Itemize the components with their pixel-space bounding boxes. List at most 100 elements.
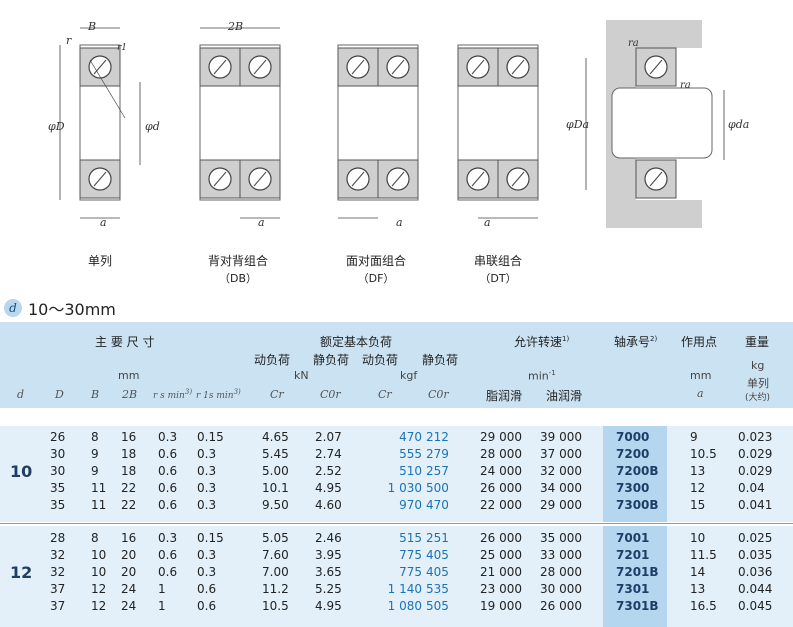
table-cell: 35	[50, 498, 66, 512]
table-cell: 251	[426, 531, 449, 545]
sym-D: D	[55, 388, 64, 401]
table-cell: 29 000	[540, 498, 582, 512]
table-cell: 0.6	[158, 565, 178, 579]
hdr-weight-kg: kg	[751, 359, 765, 372]
table-cell: 7301	[616, 582, 650, 596]
table-cell: 33 000	[540, 548, 582, 562]
table-cell: 9.50	[262, 498, 289, 512]
table-cell: 0.3	[197, 464, 217, 478]
hdr-speed: 允许转速1)	[514, 335, 570, 349]
table-cell: 32	[50, 565, 66, 579]
table-cell: 515	[399, 531, 422, 545]
table-cell: 22	[121, 498, 137, 512]
db-drawing	[199, 27, 281, 219]
hdr-kgf: kgf	[400, 369, 418, 382]
table-cell: 3.65	[315, 565, 342, 579]
table-cell: 2.07	[315, 430, 342, 444]
table-cell: 16.5	[690, 599, 717, 613]
hdr-dyn1: 动负荷	[254, 353, 291, 367]
table-cell: 12	[91, 599, 107, 613]
table-cell: 39 000	[540, 430, 582, 444]
caption-dt: 串联组合（DT）	[473, 254, 522, 285]
hdr-dyn2: 动负荷	[362, 353, 399, 367]
table-cell: 470	[426, 498, 449, 512]
hdr-grease: 脂润滑	[486, 389, 523, 403]
table-cell: 535	[426, 582, 449, 596]
table-cell: 0.025	[738, 531, 773, 545]
table-cell: 0.6	[158, 447, 178, 461]
label-a-db: a	[258, 216, 265, 229]
table-cell: 0.3	[158, 531, 178, 545]
table-cell: 30 000	[540, 582, 582, 596]
table-cell: 9	[91, 447, 99, 461]
table-cell: 11	[91, 498, 107, 512]
table-cell: 30	[50, 464, 66, 478]
table-cell: 20	[121, 548, 137, 562]
table-cell: 0.029	[738, 464, 773, 478]
table-cell: 24	[121, 599, 137, 613]
table-cell: 7301B	[616, 599, 659, 613]
caption-df: 面对面组合（DF）	[345, 254, 406, 285]
table-cell: 37	[50, 599, 66, 613]
table-cell: 7201	[616, 548, 650, 562]
hdr-min: min-1	[528, 369, 556, 383]
table-cell: 4.95	[315, 481, 342, 495]
table-cell: 2.74	[315, 447, 342, 461]
dt-drawing	[457, 44, 539, 219]
table-cell: 11	[91, 481, 107, 495]
table-cell: 28 000	[480, 447, 522, 461]
sym-Cr: Cr	[270, 388, 284, 401]
table-cell: 22 000	[480, 498, 522, 512]
table-cell: 26 000	[480, 481, 522, 495]
table-cell: 7200	[616, 447, 650, 461]
sym-Cr2: Cr	[378, 388, 392, 401]
hdr-weight: 重量	[745, 335, 770, 349]
label-r1: r1	[117, 43, 127, 53]
group-separator	[0, 523, 793, 524]
label-a-df: a	[396, 216, 403, 229]
hdr-oil: 油润滑	[546, 389, 583, 403]
table-cell: 5.00	[262, 464, 289, 478]
table-cell: 9	[690, 430, 698, 444]
table-cell: 37 000	[540, 447, 582, 461]
hdr-main-dims: 主 要 尺 寸	[95, 335, 155, 349]
table-cell: 21 000	[480, 565, 522, 579]
table-cell: 1	[158, 599, 166, 613]
hdr-kN: kN	[294, 369, 309, 382]
table-cell: 29 000	[480, 430, 522, 444]
table-cell: 7000	[616, 430, 650, 444]
sym-rs: r s min3)	[153, 388, 193, 401]
table-cell: 470	[399, 430, 422, 444]
table-cell: 0.3	[197, 565, 217, 579]
table-cell: 26 000	[480, 531, 522, 545]
table-cell: 257	[426, 464, 449, 478]
table-cell: 9	[91, 464, 99, 478]
table-cell: 1 080	[387, 599, 422, 613]
table-cell: 10.1	[262, 481, 289, 495]
table-cell: 24 000	[480, 464, 522, 478]
table-cell: 4.60	[315, 498, 342, 512]
table-cell: 0.15	[197, 430, 224, 444]
bearing-drawings: B r r1 φD φd a 2B a a a	[48, 20, 749, 229]
table-cell: 35	[50, 481, 66, 495]
table-cell: 5.25	[315, 582, 342, 596]
size-range: 10～30mm	[28, 300, 116, 319]
table-cell: 5.05	[262, 531, 289, 545]
table-cell: 11.2	[262, 582, 289, 596]
table-cell: 11.5	[690, 548, 717, 562]
hdr-stat2: 静负荷	[422, 353, 459, 367]
bearing-diagrams: B r r1 φD φd a 2B a a a	[0, 0, 793, 290]
table-cell: 279	[426, 447, 449, 461]
table-cell: 26	[50, 430, 66, 444]
table-cell: 1	[158, 582, 166, 596]
table-cell: 0.3	[197, 498, 217, 512]
hdr-mm: mm	[118, 369, 140, 382]
hdr-action-mm: mm	[690, 369, 712, 382]
table-cell: 13	[690, 464, 706, 478]
sym-B: B	[91, 388, 100, 401]
sym-d: d	[17, 388, 25, 401]
spec-table: 主 要 尺 寸 mm 额定基本负荷 动负荷 静负荷 动负荷 静负荷 kN kgf…	[0, 322, 793, 627]
df-drawing	[337, 44, 419, 219]
table-cell: 28	[50, 531, 66, 545]
table-cell: 7001	[616, 531, 650, 545]
